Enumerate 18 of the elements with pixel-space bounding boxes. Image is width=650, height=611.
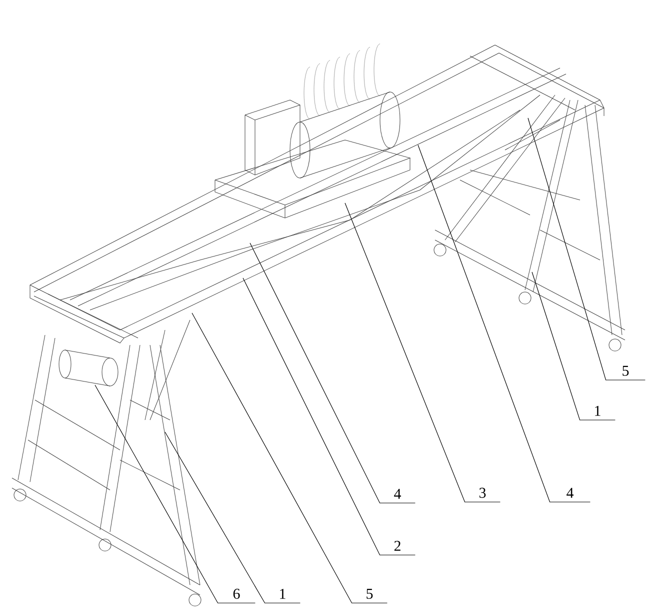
- leader-line: [242, 278, 416, 556]
- leader-line: [418, 144, 590, 502]
- leader-line: [344, 202, 500, 502]
- callout-number: 2: [394, 540, 400, 551]
- leader-line: [528, 118, 646, 380]
- callout-number: 1: [595, 406, 600, 416]
- leader-line: [250, 242, 416, 504]
- callout-number: 3: [479, 488, 486, 498]
- callout-number: 4: [394, 488, 402, 499]
- callout-number: 5: [622, 366, 629, 376]
- leader-line: [532, 272, 616, 420]
- leader-line: [164, 432, 300, 604]
- callout-number: 4: [566, 488, 574, 498]
- callout-number: 5: [366, 588, 373, 599]
- callout-number: 1: [280, 588, 286, 599]
- leader-line: [192, 312, 388, 604]
- callout-number: 6: [233, 588, 240, 599]
- leader-line: [94, 384, 256, 604]
